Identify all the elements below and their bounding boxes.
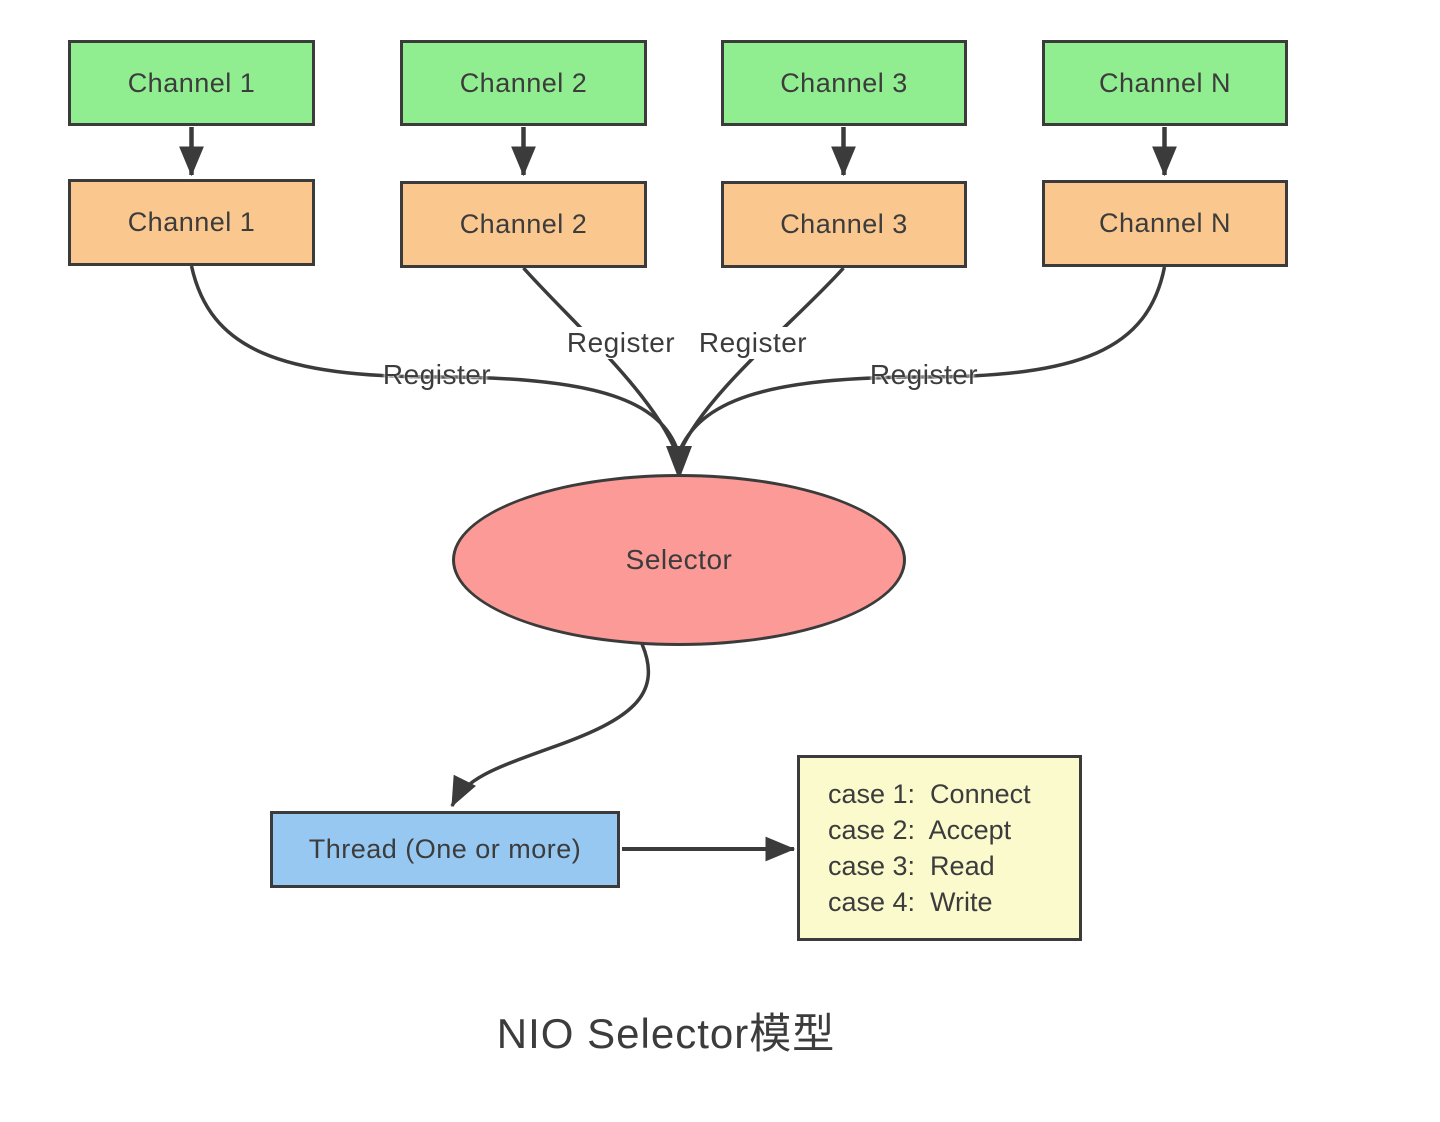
case-line-accept: case 2: Accept (828, 815, 1012, 845)
channel-1-registered-label: Channel 1 (127, 207, 256, 237)
channel-1-registered-box: Channel 1 (68, 179, 315, 266)
channel-n-registered-box: Channel N (1042, 180, 1288, 267)
case-box: case 1: Connect case 2: Accept case 3: R… (797, 755, 1082, 941)
channel-3-source-label: Channel 3 (780, 67, 908, 98)
channel-2-registered-label: Channel 2 (459, 209, 588, 239)
selector-label: Selector (625, 544, 733, 575)
thread-label: Thread (One or more) (308, 834, 582, 864)
channel-3-registered-label: Channel 3 (780, 209, 908, 239)
register-curve-channel-1 (189, 265, 680, 453)
channel-n-source-box: Channel N (1042, 40, 1288, 126)
channel-2-registered-box: Channel 2 (400, 181, 647, 268)
channel-1-source-label: Channel 1 (127, 67, 256, 98)
register-curve-channel-n (677, 266, 1167, 453)
channel-3-source-box: Channel 3 (721, 40, 967, 126)
channel-3-registered-box: Channel 3 (721, 181, 967, 268)
register-label-3: Register (695, 327, 811, 359)
diagram-title: NIO Selector模型 (496, 1010, 836, 1057)
selector-to-thread-curve (450, 643, 651, 808)
register-label-2: Register (563, 327, 679, 359)
channel-2-source-label: Channel 2 (459, 67, 588, 98)
channel-1-source-box: Channel 1 (68, 40, 315, 126)
converge-arrowhead (666, 446, 692, 480)
register-curve-channel-2 (522, 266, 678, 453)
channel-2-source-box: Channel 2 (400, 40, 647, 126)
thread-box: Thread (One or more) (270, 811, 620, 888)
channel-n-registered-label: Channel N (1098, 208, 1232, 238)
case-line-read: case 3: Read (828, 851, 995, 881)
register-curve-channel-3 (678, 266, 845, 453)
case-line-write: case 4: Write (828, 887, 993, 917)
register-label-1: Register (382, 359, 492, 390)
case-line-connect: case 1: Connect (828, 779, 1031, 809)
register-label-4: Register (869, 359, 979, 390)
channel-n-source-label: Channel N (1098, 67, 1232, 98)
selector-ellipse: Selector (452, 474, 906, 646)
